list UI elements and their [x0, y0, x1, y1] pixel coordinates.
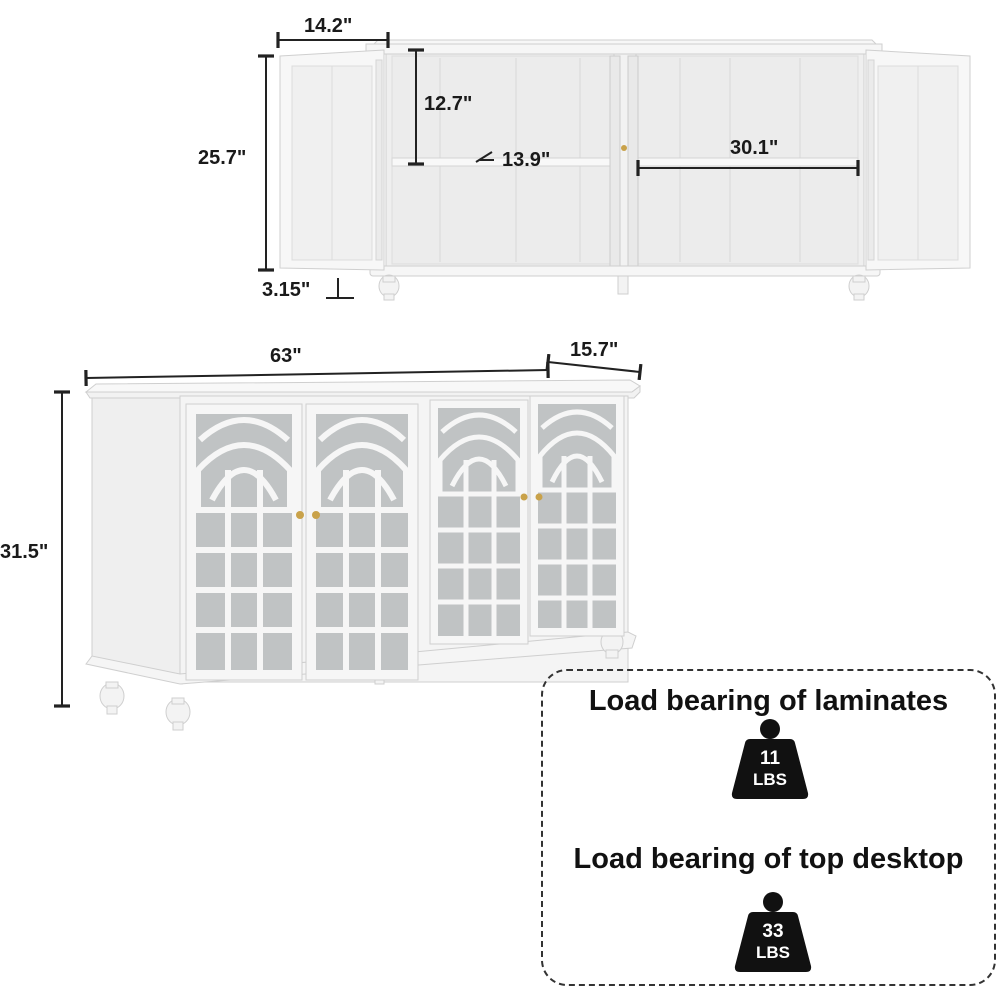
cabinet-side-panel: [91, 397, 183, 685]
top-desktop-load-title: Load bearing of top desktop: [573, 843, 964, 875]
top-desktop-load-value: 33: [762, 921, 784, 942]
center-door-right-edge: [627, 55, 639, 275]
door-2: [305, 403, 419, 681]
top-desktop-weight-icon: 33 LBS: [731, 890, 815, 974]
open-cabinet-top-edge: [365, 43, 883, 55]
inner-height-label: 25.7": [198, 147, 246, 169]
top-desktop-load-unit: LBS: [756, 943, 790, 962]
top-dimension-lines: [258, 32, 860, 299]
total-depth-label: 15.7": [570, 339, 618, 361]
laminates-load-unit: LBS: [753, 770, 787, 789]
closed-cabinet-illustration: [54, 353, 643, 731]
center-door-left-edge: [609, 55, 621, 275]
laminates-weight-icon: 11 LBS: [728, 717, 812, 801]
closed-cabinet-top-edge: [85, 385, 641, 399]
open-cabinet-base: [369, 265, 881, 277]
closed-cabinet-top: [84, 379, 641, 393]
center-knob: [621, 145, 627, 151]
open-cabinet-illustration: [258, 32, 971, 301]
shelf-gap-label: 12.7": [424, 93, 472, 115]
right-open-door: [865, 49, 971, 271]
glass-doors: [185, 395, 625, 681]
laminates-load-value: 11: [759, 748, 781, 769]
load-bearing-panel: Load bearing of laminates 11 LBS Load be…: [541, 669, 996, 986]
laminates-load-title: Load bearing of laminates: [588, 685, 949, 717]
door-width-label: 14.2": [304, 15, 352, 37]
door-3: [429, 399, 529, 645]
door-4: [529, 395, 625, 637]
closed-cabinet-legs: [99, 629, 624, 731]
door-1: [185, 403, 303, 681]
total-height-label: 31.5": [0, 541, 48, 563]
right-shelf: [635, 157, 859, 167]
bottom-dimension-lines: [54, 353, 643, 708]
total-width-label: 63": [270, 345, 302, 367]
shelf-depth-label: 13.9": [502, 149, 550, 171]
shelf-width-label: 30.1": [730, 137, 778, 159]
door-knobs: [296, 493, 543, 519]
leg-height-label: 3.15": [262, 279, 310, 301]
open-cabinet-legs: [378, 274, 870, 301]
left-open-door: [279, 49, 385, 271]
